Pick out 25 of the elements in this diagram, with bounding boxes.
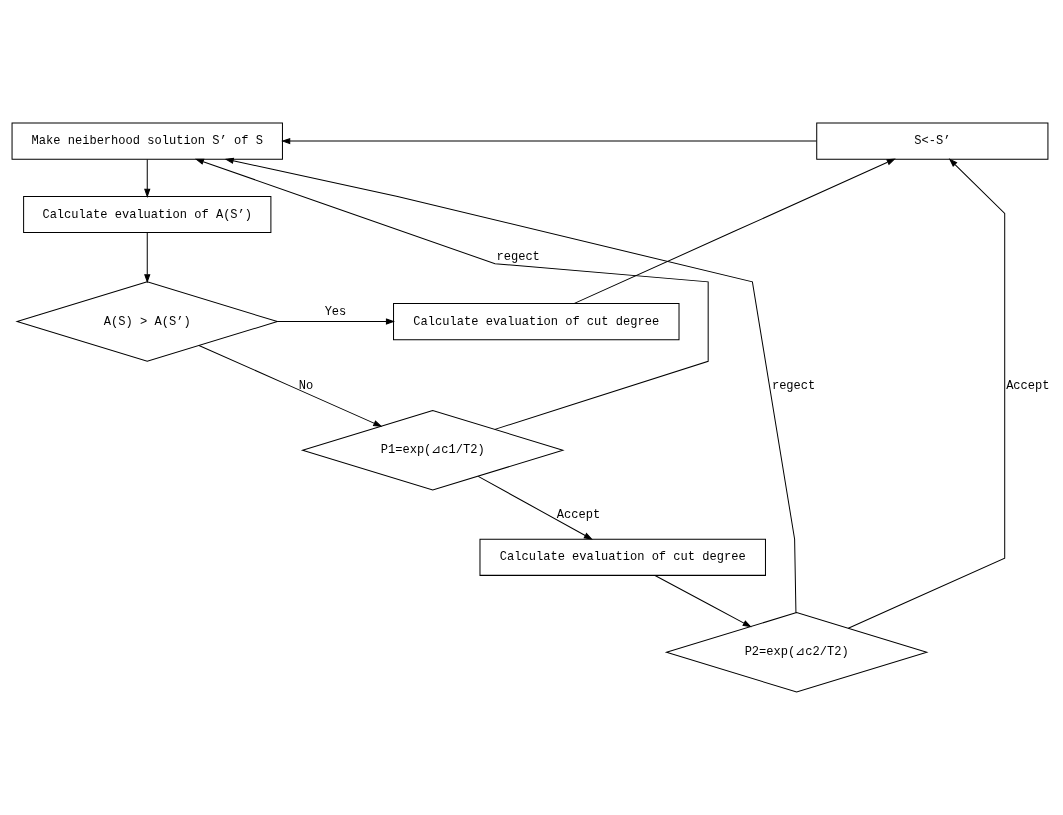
edge-label: regect — [496, 250, 540, 265]
arrow — [194, 158, 709, 430]
node-diamond: A(S) > A(S’) — [15, 281, 280, 362]
arrow — [281, 137, 817, 145]
node-box: Calculate evaluation of cut degree — [393, 302, 680, 341]
arrow — [654, 575, 752, 628]
arrow — [144, 158, 151, 198]
edge-label: regect — [771, 379, 816, 393]
arrow — [277, 318, 395, 325]
arrow — [224, 157, 797, 614]
node-box: Make neiberhood solution S’ of S — [11, 122, 283, 160]
node-box: Calculate evaluation of cut degree — [479, 538, 766, 576]
node-box: S<-S’ — [816, 122, 1049, 160]
node-diamond: P1=exp(⊿c1/T2) — [300, 410, 565, 491]
node-diamond: P2=exp(⊿c2/T2) — [664, 612, 929, 693]
arrow — [573, 158, 896, 304]
node-box: Calculate evaluation of A(S’) — [23, 195, 272, 234]
arrow — [477, 475, 593, 540]
arrow — [198, 345, 383, 427]
arrow — [847, 158, 1006, 629]
edge-label: Accept — [556, 507, 601, 522]
arrow — [144, 232, 151, 284]
edge-label: Accept — [1006, 379, 1050, 393]
edge-label: No — [298, 379, 314, 393]
edge-label: Yes — [324, 305, 347, 320]
